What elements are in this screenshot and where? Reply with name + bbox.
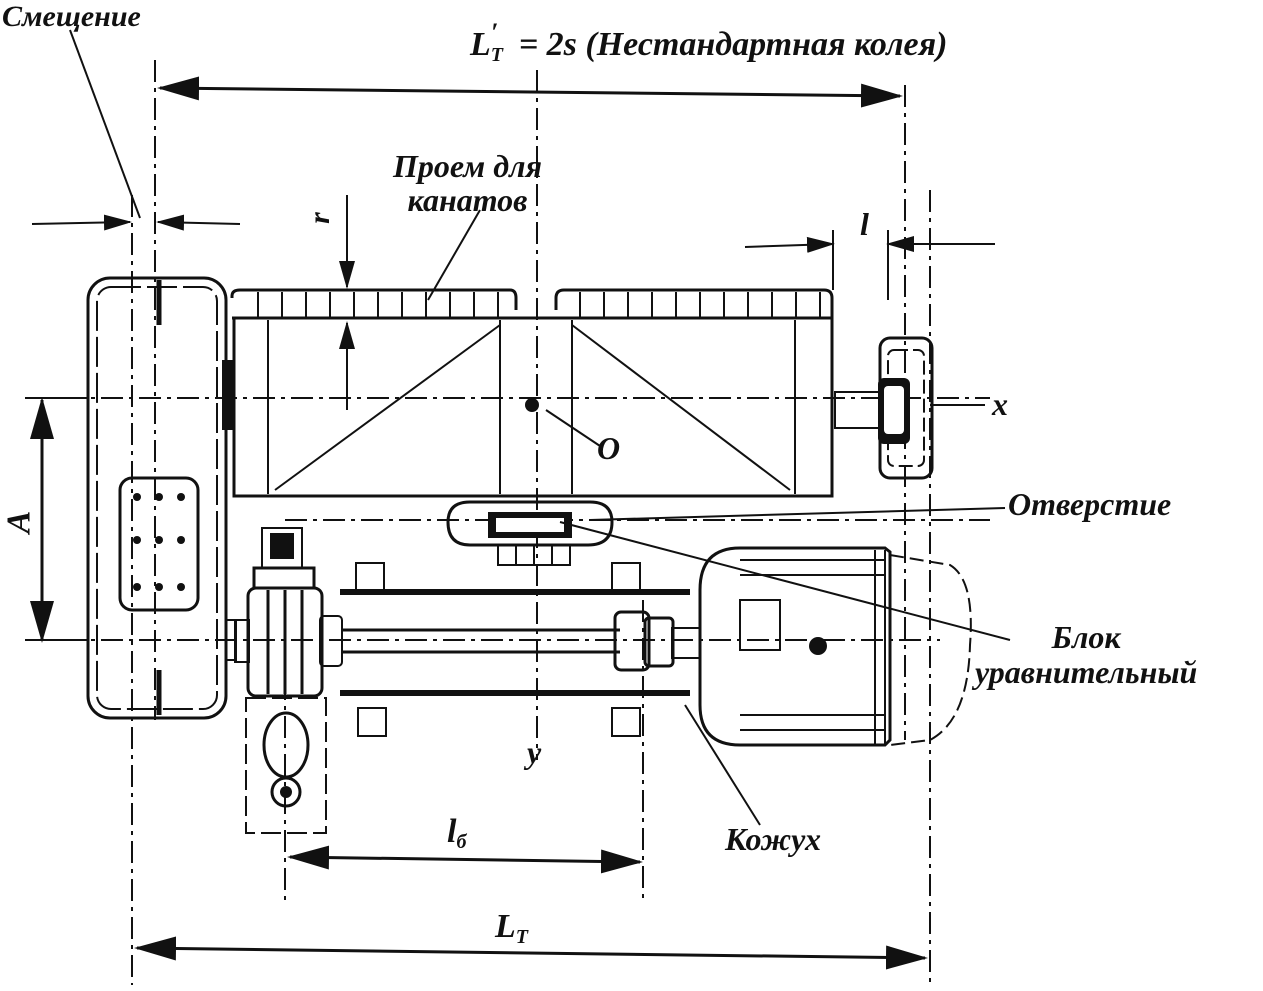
drive-shaft [340,562,701,737]
lb-subscript: б [456,831,467,853]
leader-lines [69,29,1011,826]
lt-prime-formula: = 2s (Нестандартная колея) [510,26,948,63]
label-a: A [0,510,38,534]
label-y: y [527,734,542,770]
label-l: l [860,206,869,242]
label-hole: Отверстие [1008,486,1172,522]
label-offset: Смещение [2,0,141,33]
label-o: O [597,430,621,466]
label-casing: Кожух [725,821,821,857]
lt-prime-symbol: L [470,26,491,63]
label-track-nonstandard: LT′ = 2s (Нестандартная колея) [470,20,948,66]
lt-symbol: L [495,908,516,945]
label-lb: lб [447,813,467,853]
dim-lt-prime [157,76,903,108]
label-lt: LT [495,908,528,948]
gearbox [234,527,343,834]
lt-subscript: T [515,926,528,948]
dim-lb [287,845,643,874]
left-wheel-housing [86,276,237,720]
dim-lt [134,936,928,970]
label-rope-opening: Проем для канатов [393,148,542,218]
right-bearing [834,336,934,480]
label-equalizer-block: Блок уравнительный [975,619,1198,691]
electric-motor [698,546,972,747]
dim-offset-left [31,214,132,231]
dimension-lines [25,76,995,970]
label-r: r [302,212,336,224]
equalizer-hole [446,500,614,566]
dim-offset-right [156,214,241,231]
label-x: x [992,386,1008,422]
drum-center-point [525,398,539,412]
lt-prime-mark: ′ [491,18,499,47]
rope-drum [230,288,834,498]
lt-prime-subscript: T [490,44,503,66]
dim-l-left [744,236,835,253]
lb-symbol: l [447,813,457,850]
bolt-plate [118,476,200,612]
